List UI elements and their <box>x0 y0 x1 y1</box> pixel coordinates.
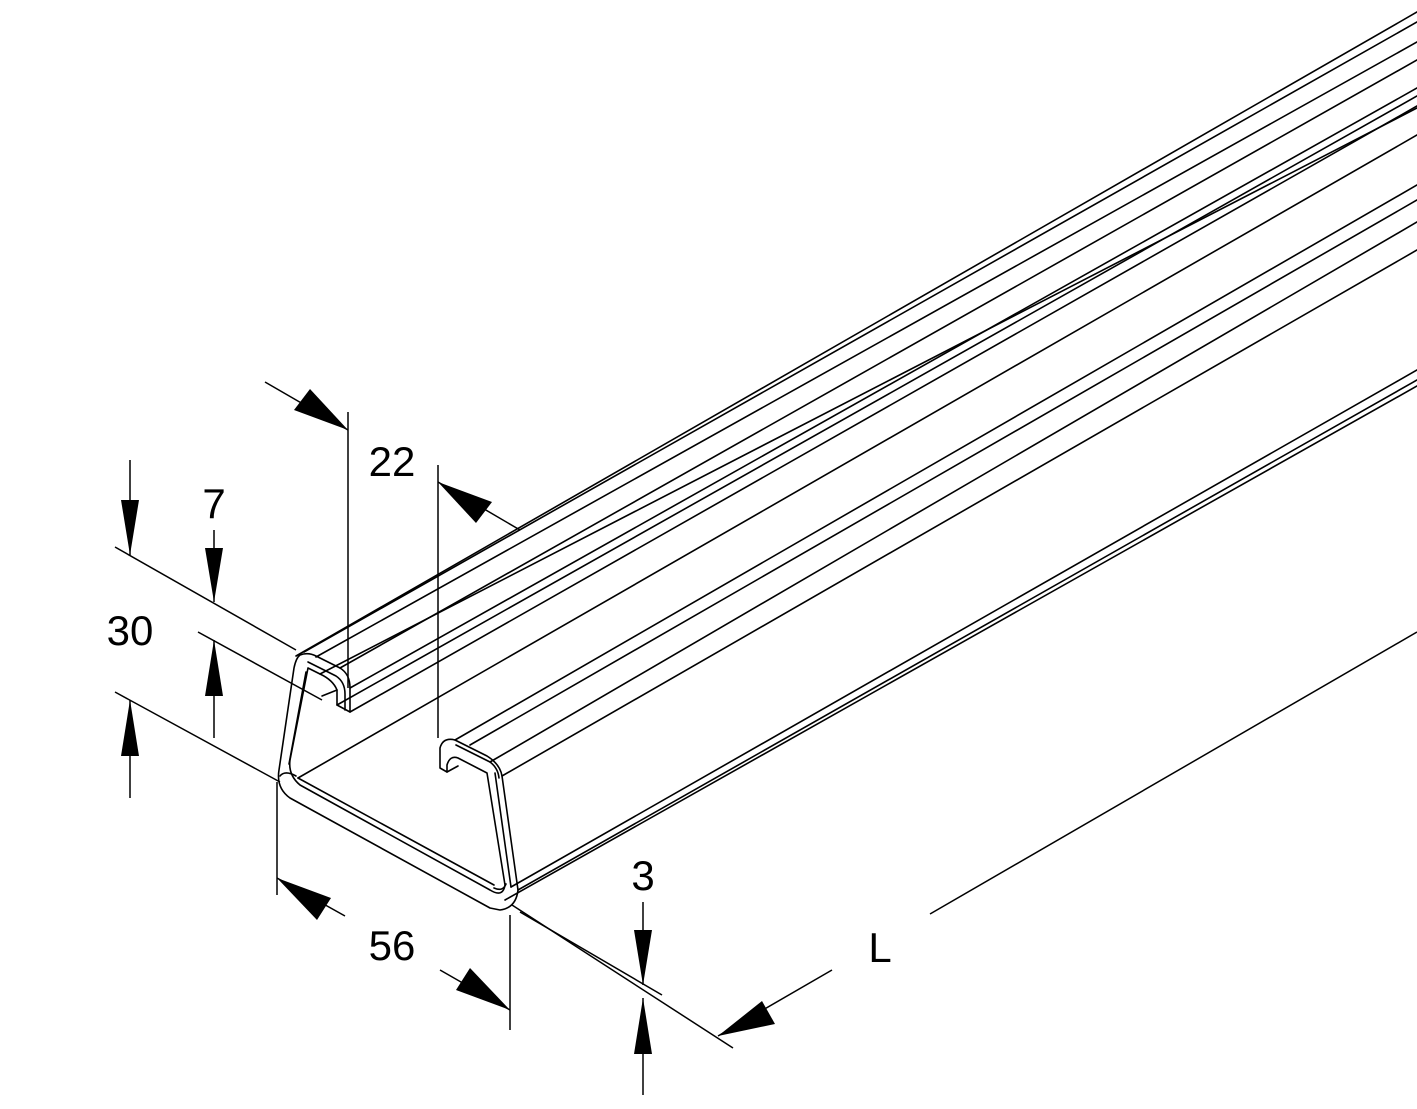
extension-line <box>114 691 281 783</box>
arrowhead <box>438 482 492 523</box>
channel-inner-floor-line <box>297 134 1417 779</box>
length-label: L <box>868 924 891 971</box>
dimension-overall-width: 56 <box>276 782 511 1030</box>
flange-left-edge-4 <box>339 59 1417 669</box>
overall-height-label: 30 <box>107 607 154 654</box>
dimensions: 22 30 7 56 <box>107 381 1417 1095</box>
outer-wall-edge-2 <box>517 379 1417 891</box>
profile-left-lip-face <box>307 661 346 711</box>
profile-right-lip-face <box>455 744 500 779</box>
slot-width-label: 22 <box>369 438 416 485</box>
extension-line <box>114 546 297 651</box>
dimension-slot-width: 22 <box>264 381 521 738</box>
flange-left-edge-6 <box>349 105 1417 713</box>
arrowhead <box>718 1001 775 1036</box>
dimension-length: L <box>717 631 1417 1037</box>
outer-wall-edge-1 <box>510 369 1417 888</box>
arrowhead <box>456 968 510 1010</box>
arrowhead <box>205 640 223 696</box>
profile-inner-left-wall <box>288 671 307 765</box>
flange-left-edge-2 <box>303 21 1417 653</box>
wall-thickness-label: 3 <box>631 852 654 899</box>
arrowhead <box>634 930 652 985</box>
extension-line <box>519 911 663 996</box>
profile-left-lip-tip <box>321 689 338 697</box>
dimension-wall-thickness: 3 <box>511 852 734 1095</box>
flange-right-edge-4 <box>501 249 1417 777</box>
arrowhead <box>205 548 223 602</box>
flange-left-edge-7 <box>336 95 1417 706</box>
dimension-heights: 30 7 <box>107 460 323 798</box>
lip-height-label: 7 <box>202 480 225 527</box>
flange-left-edge-5 <box>349 87 1417 689</box>
flange-right-edge-2 <box>469 199 1417 746</box>
arrowhead <box>294 389 348 430</box>
profile-inner-right-wall <box>494 772 512 888</box>
profile-outer-contour <box>277 652 519 911</box>
channel-inner-far-wall-top <box>319 107 1417 675</box>
flange-right-edge-3 <box>489 221 1417 763</box>
overall-width-label: 56 <box>369 922 416 969</box>
flange-left-edge-3 <box>315 41 1417 658</box>
arrowhead <box>277 878 331 920</box>
dimension-line <box>929 631 1417 915</box>
outer-bottom-edge <box>504 385 1417 901</box>
extension-line <box>197 631 323 701</box>
arrowhead <box>634 998 652 1054</box>
profile-corner-bottom-right <box>493 883 507 891</box>
arrowhead <box>121 700 139 756</box>
arrowhead <box>121 500 139 555</box>
profile-right-lip-tip <box>446 765 459 773</box>
profile-inner-bottom <box>297 777 495 886</box>
profile-corner-bottom-left <box>279 772 297 777</box>
flange-left-edge-1 <box>295 11 1417 657</box>
flange-right-edge-1 <box>454 184 1417 741</box>
rail-body <box>277 11 1417 911</box>
